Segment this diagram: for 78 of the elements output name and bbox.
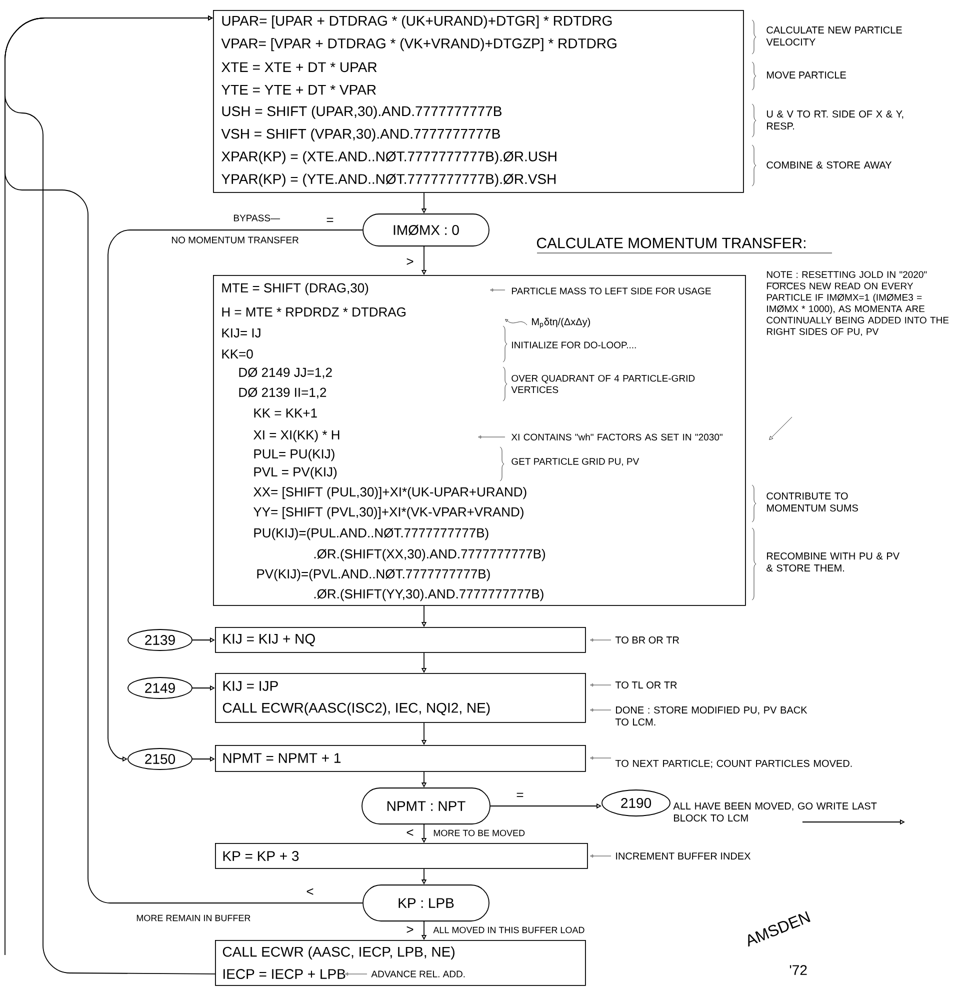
comment-text: ADVANCE REL. ADD. [371,970,465,978]
code-line: DØ 2149 JJ=1,2 [239,368,332,378]
code-line: .ØR.(SHIFT(YY,30).AND.7777777777B) [314,588,544,602]
edge-note: ALL MOVED IN THIS BUFFER LOAD [433,926,584,934]
code-line: UPAR= [UPAR + DTDRAG * (UK+URAND)+DTGR] * RDTDRG [222,15,612,29]
code-line: XI = XI(KK) * H [254,430,340,442]
edge-label: < [305,887,315,897]
connector-oval: 2139 [128,629,192,651]
heading: CALCULATE MOMENTUM TRANSFER: [536,238,806,248]
annotation-text: TO TL OR TR [615,681,677,689]
process-box [215,627,586,653]
code-line: KK = KK+1 [254,408,317,418]
process-box [215,745,586,772]
edge-label: > [405,925,415,935]
edge-label: < [405,828,415,838]
decision-terminal: KP : LPB [362,884,490,922]
edge-label: = [515,792,525,800]
annotation-text: RECOMBINE WITH PU & PV & STORE THEM. [766,552,900,572]
code-line: IECP = IECP + LPB [223,969,346,979]
code-line: CALL ECWR(AASC(ISC2), IEC, NQI2, NE) [222,702,490,716]
annotation-text: TO BR OR TR [615,636,679,644]
decision-terminal: IMØMX : 0 [362,214,490,246]
annotation-text: MOVE PARTICLE [767,71,846,79]
edge-note: MORE REMAIN IN BUFFER [136,914,250,922]
code-line: MTE = SHIFT (DRAG,30) [222,282,368,296]
annotation-text: CONTRIBUTE TO MOMENTUM SUMS [766,492,858,512]
process-box [213,275,746,606]
connector-oval: 2150 [128,748,192,770]
code-line: XPAR(KP) = (XTE.AND..NØT.7777777777B).ØR.USH [222,151,556,164]
note-text: NOTE : RESETTING JOLD IN "2020" FORCES NEW READ ON EVERY PARTICLE IF IMØMX=1 (IMØME3 = IMØMX * 1000), AS MOMENTA ARE CONTINUALLY BEING ADDED INTO THE RIGHT SIDES OF PU, PV [766,271,949,336]
annotation-text: U & V TO RT. SIDE OF X & Y, RESP. [766,110,904,130]
annotation-text: COMBINE & STORE AWAY [766,161,892,169]
code-line: KP = KP + 3 [223,851,299,861]
code-line: CALL ECWR (AASC, IECP, LPB, NE) [222,946,454,960]
code-line: YPAR(KP) = (YTE.AND..NØT.7777777777B).ØR.VSH [222,174,556,187]
code-line: KIJ = KIJ + NQ [223,634,315,646]
code-line: YTE = YTE + DT * VPAR [222,85,376,95]
comment-text: M$_{p}$δtη/(ΔxΔy) [532,318,590,328]
edge-note: NO MOMENTUM TRANSFER [172,236,298,244]
process-box [215,673,586,723]
decision-terminal: NPMT : NPT [362,788,490,824]
comment-text: INITIALIZE FOR DO-LOOP.... [512,342,636,348]
code-line: .ØR.(SHIFT(XX,30).AND.7777777777B) [314,548,546,562]
code-line: PVL = PV(KIJ) [254,466,337,480]
code-line: XX= [SHIFT (PUL,30)]+XI*(UK-UPAR+URAND) [254,486,526,500]
connector-oval: 2190 [602,790,670,816]
annotation-text: INCREMENT BUFFER INDEX [616,852,751,860]
comment-text: OVER QUADRANT OF 4 PARTICLE-GRID VERTICES [511,374,695,394]
code-line: PV(KIJ)=(PVL.AND..NØT.7777777777B) [257,568,490,582]
code-line: KIJ= IJ [222,328,260,338]
edge-note: BYPASS— [234,214,280,222]
connector-oval: 2149 [128,677,192,699]
code-line: NPMT = NPMT + 1 [223,753,341,763]
annotation-text: DONE : STORE MODIFIED PU, PV BACK TO LCM. [615,706,808,726]
edge-note: MORE TO BE MOVED [434,830,525,836]
comment-text: XI CONTAINS "wh" FACTORS AS SET IN "2030" [511,434,722,440]
annotation-text: CALCULATE NEW PARTICLE VELOCITY [766,26,902,46]
process-box [215,843,588,869]
process-box [215,940,586,986]
annotation-text: TO NEXT PARTICLE; COUNT PARTICLES MOVED. [615,760,852,768]
code-line: PU(KIJ)=(PUL.AND..NØT.7777777777B) [254,528,488,540]
edge-label: = [325,216,335,226]
code-line: VPAR= [VPAR + DTDRAG * (VK+VRAND)+DTGZP] * RDTDRG [221,38,616,52]
code-line: KIJ = IJP [223,681,278,691]
comment-text: PARTICLE MASS TO LEFT SIDE FOR USAGE [512,288,711,294]
signature: '72 [790,965,807,975]
code-line: XTE = XTE + DT * UPAR [222,62,377,72]
code-line: DØ 2139 II=1,2 [239,388,326,398]
code-line: USH = SHIFT (UPAR,30).AND.7777777777B [222,106,502,119]
code-line: KK=0 [222,349,253,359]
code-line: PUL= PU(KIJ) [254,448,334,462]
process-box [213,10,744,193]
code-line: YY= [SHIFT (PVL,30)]+XI*(VK-VPAR+VRAND) [253,506,524,520]
code-line: VSH = SHIFT (VPAR,30).AND.7777777777B [221,128,500,142]
code-line: H = MTE * RPDRDZ * DTDRAG [222,307,406,317]
edge-label: > [405,257,415,267]
annotation-text: ALL HAVE BEEN MOVED, GO WRITE LAST BLOCK TO LCM [673,802,877,822]
comment-text: GET PARTICLE GRID PU, PV [512,458,640,466]
